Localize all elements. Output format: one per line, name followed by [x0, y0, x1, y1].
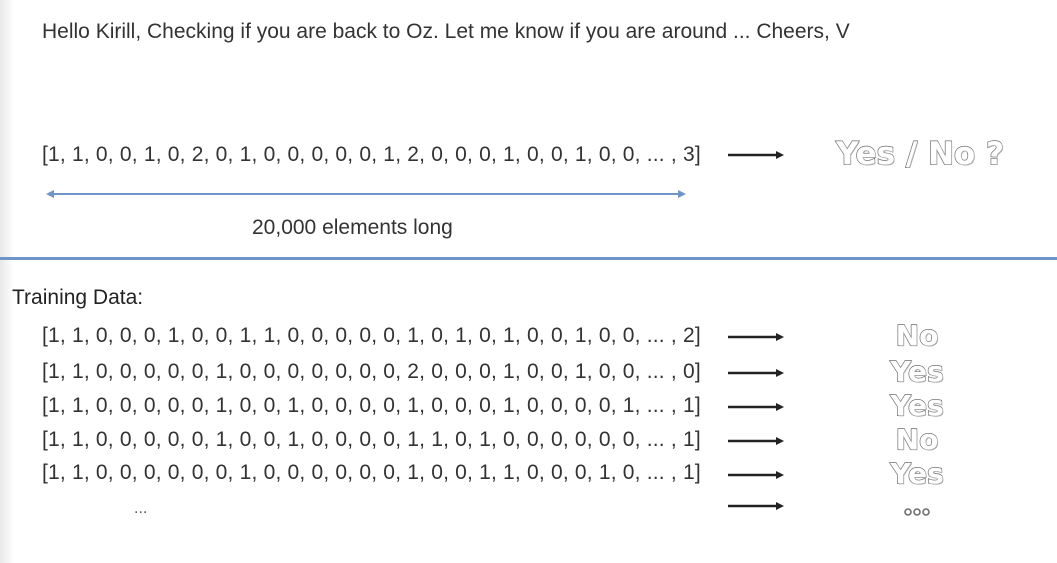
- training-sequence: [1, 1, 0, 0, 0, 1, 0, 0, 1, 1, 0, 0, 0, …: [42, 324, 701, 347]
- training-label: Yes: [890, 354, 945, 388]
- left-edge-shadow: [0, 0, 14, 563]
- training-sequence: [1, 1, 0, 0, 0, 0, 0, 1, 0, 0, 0, 0, 0, …: [42, 360, 701, 383]
- training-label: No: [895, 318, 939, 352]
- query-answer: Yes / No ?: [835, 135, 1005, 172]
- section-divider: [0, 257, 1057, 260]
- more-rows-ellipsis: ...: [134, 500, 148, 517]
- query-sequence: [1, 1, 0, 0, 1, 0, 2, 0, 1, 0, 0, 0, 0, …: [42, 143, 701, 166]
- right-arrow-icon: [728, 151, 784, 159]
- right-arrow-icon: [728, 369, 784, 377]
- training-data-title: Training Data:: [12, 286, 144, 309]
- length-double-arrow-icon: [46, 190, 686, 198]
- message-text: Hello Kirill, Checking if you are back t…: [42, 20, 850, 43]
- training-label: No: [895, 422, 939, 456]
- training-sequence: [1, 1, 0, 0, 0, 0, 0, 1, 0, 0, 1, 0, 0, …: [42, 428, 701, 451]
- training-label: Yes: [890, 388, 945, 422]
- right-arrow-icon: [728, 471, 784, 479]
- length-label: 20,000 elements long: [252, 216, 453, 239]
- training-label: Yes: [890, 456, 945, 490]
- right-arrow-icon: [728, 502, 784, 510]
- right-arrow-icon: [728, 403, 784, 411]
- more-labels-dots-icon: [904, 508, 930, 516]
- right-arrow-icon: [728, 437, 784, 445]
- training-sequence: [1, 1, 0, 0, 0, 0, 0, 1, 0, 0, 1, 0, 0, …: [42, 394, 701, 417]
- right-arrow-icon: [728, 333, 784, 341]
- training-sequence: [1, 1, 0, 0, 0, 0, 0, 0, 1, 0, 0, 0, 0, …: [42, 461, 701, 484]
